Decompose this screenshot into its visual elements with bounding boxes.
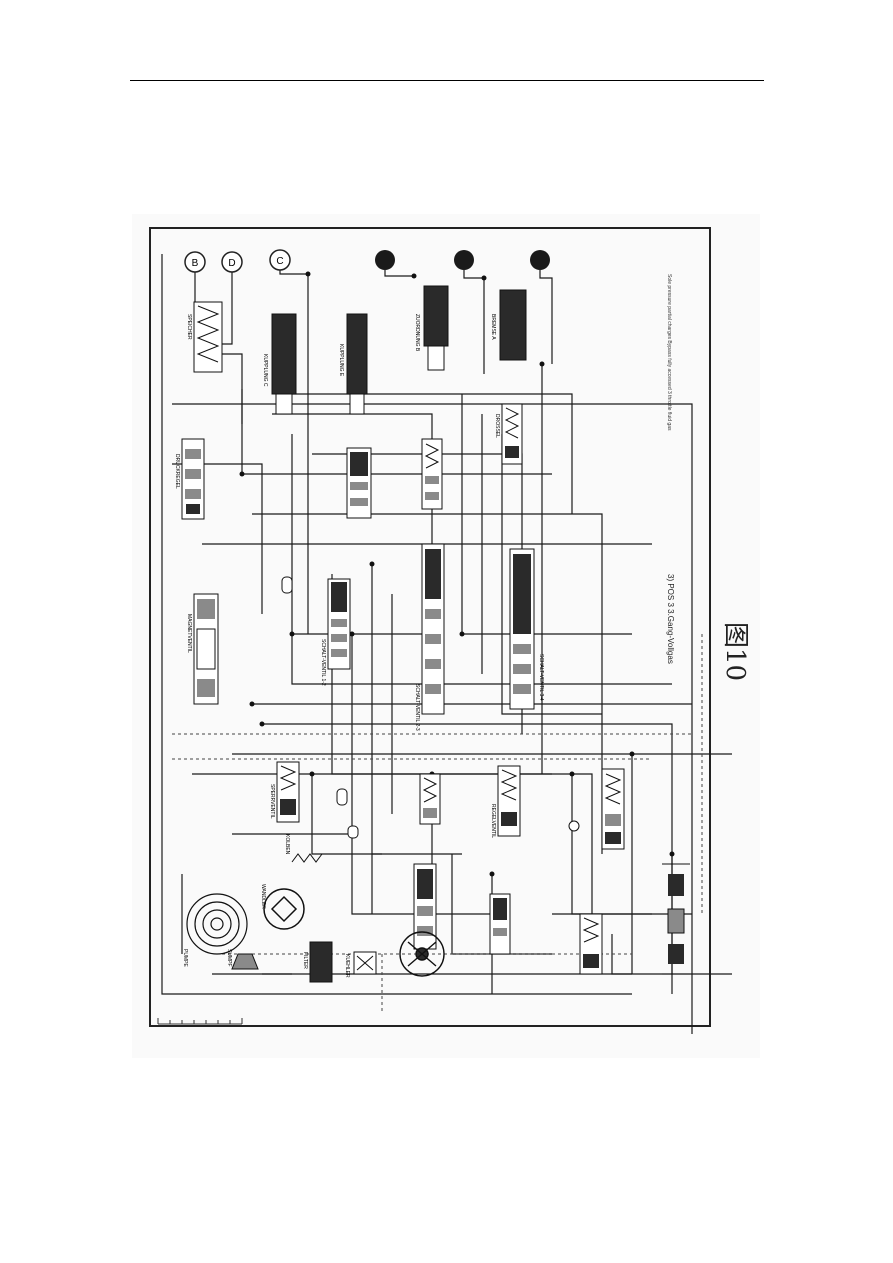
- port-circle-filled-2: [454, 250, 474, 270]
- zuordnung-label: ZUORDNUNG B: [414, 314, 420, 352]
- valve-regel-1: [419, 773, 441, 825]
- bremse-a-label: BREMSE A: [490, 314, 496, 340]
- drossel-label: DROSSEL: [494, 414, 500, 438]
- valve-drossel: DROSSEL: [494, 403, 523, 465]
- spring-accumulator: SPEICHER: [186, 301, 223, 373]
- speicher-label: SPEICHER: [186, 314, 192, 340]
- valve-schalt-3-4: SCHALT-VENTIL 3-4: [509, 548, 544, 710]
- kuehler-label: KUEHLER: [344, 954, 350, 978]
- valve-bottom-right: [579, 913, 603, 975]
- clutch-kupplung-e: KUPPLUNG E: [338, 313, 368, 415]
- schalt-3-4-label: SCHALT-VENTIL 3-4: [538, 654, 544, 701]
- converter-wandler: WANDLER: [260, 884, 305, 930]
- hydraulic-circuit-diagram: B D C: [149, 227, 732, 1034]
- valve-lower-mid: [413, 863, 437, 950]
- scale-bar: [157, 1018, 243, 1025]
- accumulator-zuordnung: ZUORDNUNG B: [414, 285, 449, 371]
- port-circle-filled-1: [375, 250, 395, 270]
- port-label-c: C: [276, 256, 283, 267]
- valve-schalt-1-2: SCHALT-VENTIL 1-2: [320, 578, 351, 686]
- clutch-kupplung-c: KUPPLUNG C: [262, 313, 297, 415]
- valve-magnetventil: MAGNETVENTIL: [186, 593, 219, 705]
- pumpe-label: PUMPE: [182, 949, 188, 967]
- check-valves: [281, 576, 580, 839]
- port-circle-filled-3: [530, 250, 550, 270]
- component-stack-bottom-right: [662, 863, 690, 975]
- valve-bremse-b: [346, 447, 372, 519]
- scanned-figure-background: [132, 214, 760, 1058]
- filter-label: FILTER: [302, 952, 308, 969]
- hydraulic-lines: [161, 254, 732, 1034]
- clutch-c-label: KUPPLUNG C: [262, 354, 268, 387]
- valve-zuordnung-b: [421, 438, 443, 510]
- sump: SUMPF: [226, 949, 259, 970]
- pump-spiral: PUMPE: [182, 893, 248, 967]
- regelventil-label: REGELVENTIL: [490, 804, 496, 838]
- wandler-label: WANDLER: [260, 884, 266, 909]
- sumpf-label: SUMPF: [226, 949, 232, 967]
- schalt-1-2-label: SCHALT-VENTIL 1-2: [320, 639, 326, 686]
- figure-number-text: 图10: [720, 622, 750, 682]
- port-circle-d: D: [221, 251, 243, 273]
- valve-regel-3: [601, 768, 625, 850]
- port-circle-b: B: [184, 251, 206, 273]
- valve-sperrventil: SPERRVENTIL: [269, 761, 300, 823]
- diagram-caption-main: 3) POS 3 3.Gang-Vollgas: [666, 574, 675, 664]
- clutch-e-label: KUPPLUNG E: [338, 344, 344, 377]
- cooler-kuehler: KUEHLER: [344, 951, 377, 978]
- kolben-label: KOLBEN: [284, 834, 290, 855]
- kolben-spring: KOLBEN: [284, 834, 323, 863]
- magnetventil-label: MAGNETVENTIL: [186, 614, 192, 653]
- figure-number: 图10: [712, 618, 762, 688]
- valve-schalt-2-3: SCHALT-VENTIL 2-3: [414, 543, 445, 731]
- rotating-sensor: [399, 931, 445, 977]
- filter-block: FILTER: [302, 941, 333, 983]
- port-label-b: B: [192, 258, 199, 269]
- valve-regel-2: REGELVENTIL: [490, 765, 521, 838]
- header-rule: [130, 80, 764, 81]
- port-label-d: D: [228, 258, 235, 269]
- valve-lower-right: [489, 893, 511, 955]
- brake-bremse-a: BREMSE A: [490, 289, 527, 361]
- schalt-2-3-label: SCHALT-VENTIL 2-3: [414, 684, 420, 731]
- valve-druckregel: DRUCKREGEL: [174, 438, 205, 520]
- druckregel-label: DRUCKREGEL: [174, 454, 180, 489]
- sperrventil-label: SPERRVENTIL: [269, 784, 275, 819]
- diagram-caption-legend: Sole pressure partial charges Bypass ful…: [666, 274, 672, 431]
- diagram-frame: [149, 227, 711, 1027]
- port-circle-c: C: [269, 249, 291, 271]
